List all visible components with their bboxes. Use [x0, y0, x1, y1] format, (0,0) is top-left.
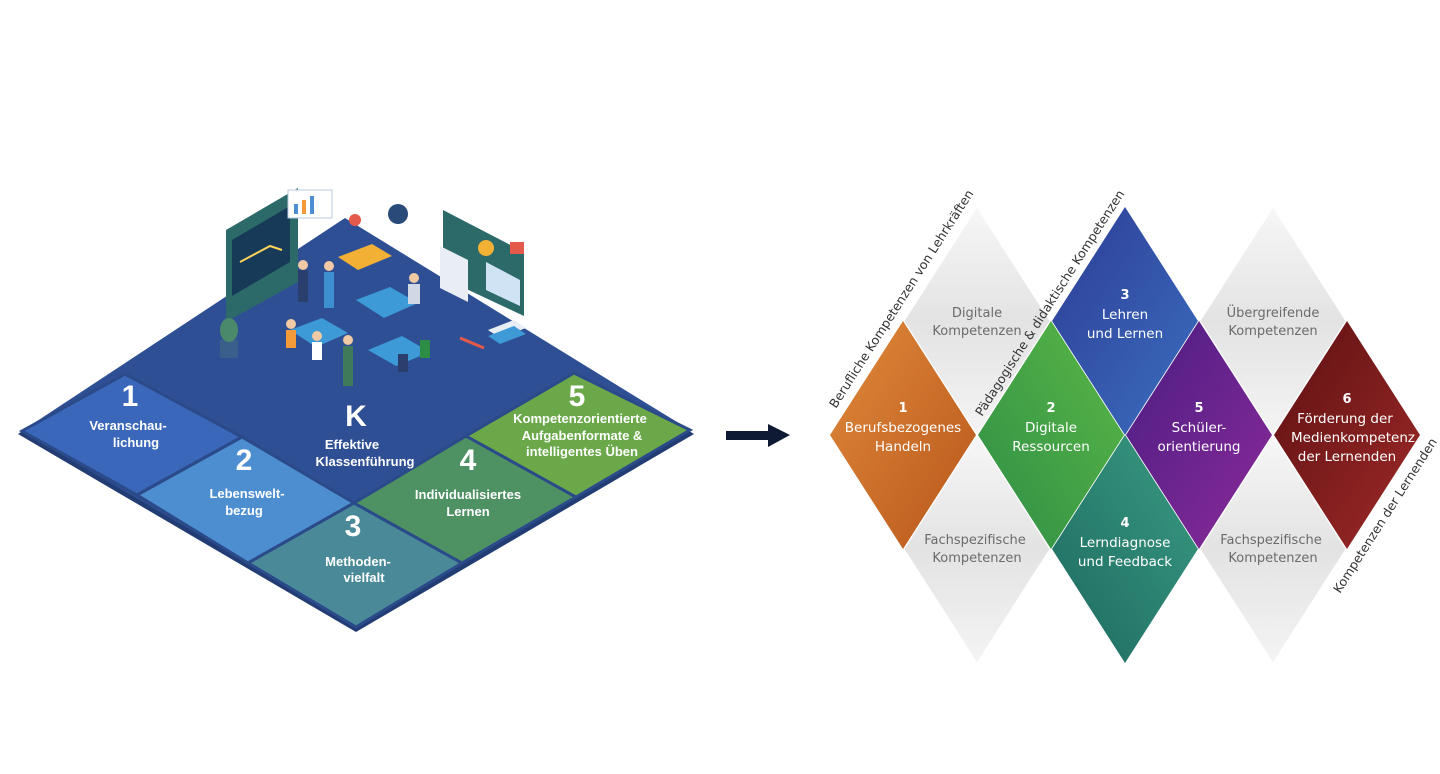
diamond-1-berufsbezogenes-handeln	[830, 321, 976, 549]
tile-1-label-line2: lichung	[113, 435, 159, 450]
diamond-6-line2: Medienkompetenz	[1291, 430, 1415, 446]
tile-5-label-line2: Aufgabenformate &	[522, 428, 643, 443]
diamond-2-line2: Ressourcen	[1012, 439, 1090, 455]
center-label-line2: Klassenführung	[316, 454, 415, 469]
grey-label-3-line1: Fachspezifische	[924, 533, 1025, 548]
diamond-2-number: 2	[1046, 401, 1055, 416]
grey-label-2-line1: Übergreifende	[1227, 304, 1320, 321]
diamond-5-schuelerorientierung	[1126, 321, 1272, 549]
diamond-2-digitale-ressourcen	[978, 321, 1124, 549]
tile-3-label-line2: vielfalt	[343, 570, 385, 585]
tile-4-label-line2: Lernen	[446, 504, 489, 519]
right-arrow-icon	[726, 424, 790, 447]
tile-3-number: 3	[345, 510, 362, 543]
grey-label-2-line2: Kompetenzen	[1228, 324, 1317, 339]
diamond-3-lehren-und-lernen	[1052, 207, 1198, 435]
diamond-6-medienkompetenz	[1274, 321, 1420, 549]
tile-3-label-line1: Methoden-	[325, 554, 391, 569]
tile-5-label-line1: Kompetenzorientierte	[513, 411, 647, 426]
diamond-4-line2: und Feedback	[1078, 554, 1172, 570]
diamond-3-line1: Lehren	[1102, 307, 1148, 323]
diamond-4-number: 4	[1120, 516, 1129, 531]
diamond-1-line2: Handeln	[875, 439, 931, 455]
diamond-2-line1: Digitale	[1025, 420, 1077, 436]
diamond-3-line2: und Lernen	[1087, 326, 1163, 342]
diamond-4-line1: Lerndiagnose	[1080, 535, 1171, 551]
tile-2-label-line2: bezug	[225, 503, 263, 518]
classroom-illustration	[220, 188, 526, 386]
tile-5-number: 5	[569, 380, 586, 413]
tile-4-label-line1: Individualisiertes	[415, 487, 521, 502]
center-letter: K	[345, 400, 367, 433]
center-label-line1: Effektive	[325, 437, 379, 452]
diamond-5-number: 5	[1194, 401, 1203, 416]
diamond-4-lerndiagnose	[1052, 435, 1198, 663]
grey-diamond-fachspezifische-2	[1199, 434, 1347, 664]
tile-5	[462, 371, 694, 499]
diamond-6-line3: der Lernenden	[1298, 449, 1396, 465]
diamond-1-number: 1	[898, 401, 907, 416]
diamond-5-line2: orientierung	[1157, 439, 1240, 455]
tile-1-label-line1: Veranschau-	[89, 418, 166, 433]
diamond-6-number: 6	[1342, 392, 1351, 407]
diamond-3-number: 3	[1120, 288, 1129, 303]
tile-2-label-line1: Lebenswelt-	[209, 486, 284, 501]
tile-2-number: 2	[236, 444, 253, 477]
grey-label-4-line2: Kompetenzen	[1228, 551, 1317, 566]
grey-label-3-line2: Kompetenzen	[932, 551, 1021, 566]
diamond-5-line1: Schüler-	[1172, 420, 1227, 436]
grey-label-1-line2: Kompetenzen	[932, 324, 1021, 339]
grey-label-1-line1: Digitale	[952, 306, 1002, 321]
diamond-1-line1: Berufsbezogenes	[845, 420, 961, 436]
tile-1-number: 1	[122, 380, 139, 413]
diamond-6-line1: Förderung der	[1297, 411, 1393, 427]
tile-5-label-line3: intelligentes Üben	[526, 444, 638, 459]
classroom-board: 1 Veranschau- lichung 2 Lebenswelt- bezu…	[18, 188, 694, 632]
grey-label-4-line1: Fachspezifische	[1220, 533, 1321, 548]
grey-diamond-fachspezifische-1	[903, 434, 1051, 664]
competency-diamonds: Digitale Kompetenzen Übergreifende Kompe…	[826, 187, 1440, 664]
tile-4-number: 4	[460, 444, 477, 477]
